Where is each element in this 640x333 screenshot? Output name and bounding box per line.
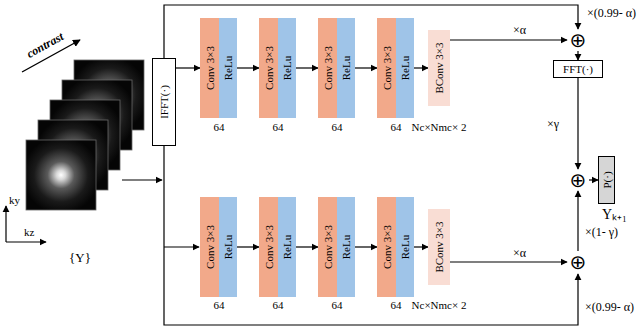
annotation-label: Nc×Nmc× 2 (412, 299, 467, 312)
connector (577, 51, 578, 60)
axis-arrow (5, 206, 6, 242)
connector (355, 67, 377, 68)
relu-block: ReLu (219, 197, 237, 297)
connector (589, 179, 598, 180)
relu-block: ReLu (396, 197, 414, 297)
node-text: Conv 3×3 (321, 225, 334, 269)
node-text: ReLu (222, 235, 235, 259)
projection-box: P(·) (598, 156, 615, 204)
node-text: Conv 3×3 (380, 46, 393, 90)
bconv-block: BConv 3×3 (428, 209, 450, 285)
annotation-label: 64 (391, 121, 402, 134)
bconv-block: BConv 3×3 (428, 30, 450, 106)
connector (176, 67, 200, 68)
kspace-stack (26, 60, 144, 210)
node-text: Conv 3×3 (203, 46, 216, 90)
node-text: ⊕ (567, 169, 589, 191)
node-text: ReLu (281, 56, 294, 80)
annotation-label: 64 (214, 299, 225, 312)
node-text: ReLu (222, 56, 235, 80)
connector (450, 261, 567, 262)
connector (450, 39, 567, 40)
annotation-label: 64 (332, 299, 343, 312)
sum-node: ⊕ (567, 29, 589, 51)
connector (577, 191, 578, 251)
connector (414, 246, 428, 247)
relu-block: ReLu (337, 18, 355, 118)
conv-block: Conv 3×3 (200, 18, 219, 118)
node-text: ReLu (399, 56, 412, 80)
edge-label: ×(0.99- α) (586, 7, 637, 20)
relu-block: ReLu (396, 18, 414, 118)
input-arrow (122, 179, 162, 180)
kspace-slice (26, 140, 96, 210)
conv-block: Conv 3×3 (377, 197, 396, 297)
relu-block: ReLu (337, 197, 355, 297)
node-text: Conv 3×3 (321, 46, 334, 90)
conv-block: Conv 3×3 (318, 197, 337, 297)
skip-line (164, 180, 578, 325)
transform-box: FFT(·) (553, 60, 603, 78)
node-text: ⊕ (567, 29, 589, 51)
sum-node: ⊕ (567, 251, 589, 273)
relu-block: ReLu (278, 18, 296, 118)
sum-node: ⊕ (567, 169, 589, 191)
conv-block: Conv 3×3 (377, 18, 396, 118)
connector (577, 78, 578, 169)
node-text: BConv 3×3 (433, 221, 446, 272)
conv-block: Conv 3×3 (200, 197, 219, 297)
connector (355, 246, 377, 247)
annotation-label: 64 (273, 299, 284, 312)
annotation-label: {Y} (69, 250, 91, 265)
node-text: BConv 3×3 (433, 42, 446, 93)
annotation-label: ×(0.99- α) (585, 300, 634, 314)
annotation-label: 64 (214, 121, 225, 134)
connector (237, 67, 259, 68)
node-text: ⊕ (567, 251, 589, 273)
node-text: Conv 3×3 (262, 46, 275, 90)
annotation-label: kz (24, 226, 34, 239)
annotation-label: 64 (273, 121, 284, 134)
node-text: ReLu (340, 235, 353, 259)
connector (296, 246, 318, 247)
connector (296, 67, 318, 68)
node-text: Conv 3×3 (380, 225, 393, 269)
connector (237, 246, 259, 247)
node-text: P(·) (600, 171, 613, 188)
node-text: ReLu (281, 235, 294, 259)
node-text: Conv 3×3 (203, 225, 216, 269)
transform-box: IFFT(·) (152, 58, 176, 146)
edge-label: ×(1- γ) (584, 226, 619, 239)
node-text: FFT(·) (554, 61, 602, 77)
annotation-label: contrast (24, 29, 66, 61)
connector (414, 67, 428, 68)
conv-block: Conv 3×3 (259, 197, 278, 297)
annotation-label: 64 (332, 121, 343, 134)
split-line (163, 146, 164, 180)
relu-block: ReLu (219, 18, 237, 118)
branch-input (164, 246, 199, 247)
node-text: ReLu (340, 56, 353, 80)
annotation-label: Nc×Nmc× 2 (412, 121, 467, 134)
axis-arrow (6, 241, 46, 242)
annotation-label: ky (9, 194, 20, 207)
edge-label: ×γ (546, 118, 560, 131)
edge-label: ×α (512, 247, 527, 260)
node-text: ReLu (399, 235, 412, 259)
edge-label: ×α (512, 24, 527, 37)
node-text: IFFT(·) (158, 85, 171, 119)
annotation-label: Yₖ₊₁ (602, 207, 627, 223)
relu-block: ReLu (278, 197, 296, 297)
node-text: Conv 3×3 (262, 225, 275, 269)
annotation-label: 64 (391, 299, 402, 312)
conv-block: Conv 3×3 (259, 18, 278, 118)
conv-block: Conv 3×3 (318, 18, 337, 118)
